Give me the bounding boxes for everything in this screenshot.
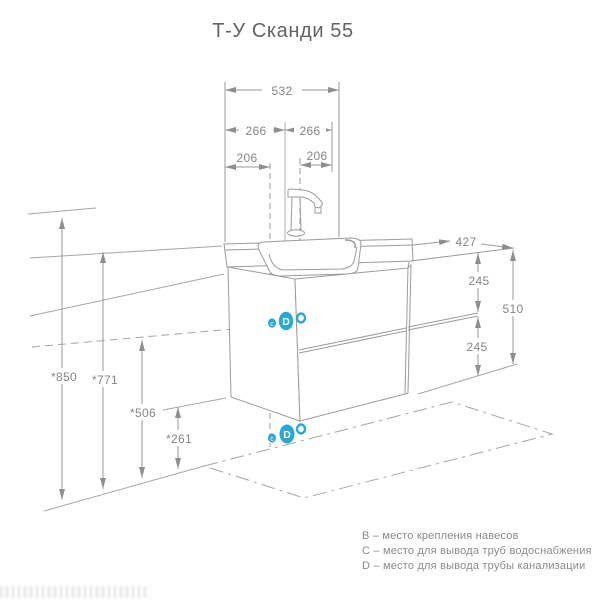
label-bg xyxy=(124,404,162,420)
label-bg xyxy=(262,83,302,98)
faucet xyxy=(287,188,323,237)
label-bg xyxy=(461,338,494,354)
label-bg xyxy=(239,123,273,138)
right-dimension-labels: 427 510 245 245 xyxy=(456,235,529,354)
left-dimensions xyxy=(59,218,181,500)
legend-item-b: B – место крепления навесов xyxy=(362,530,519,542)
divider-extension-1 xyxy=(407,312,479,328)
dim-206-right-label: 206 xyxy=(307,149,328,163)
legend-item-d: D – место для вывода трубы канализации xyxy=(362,560,586,572)
dim-510-label: 510 xyxy=(503,302,524,316)
drawer-divider-line-1 xyxy=(298,327,407,351)
cabinet-side-panel xyxy=(227,266,301,422)
dim-line-427-b xyxy=(480,243,514,250)
left-dimension-labels: *850 *771 *506 *261 xyxy=(46,368,198,446)
label-bg xyxy=(160,430,198,446)
basin-opening xyxy=(257,237,362,277)
dim-850-label: *850 xyxy=(51,370,77,384)
dim-506-label: *506 xyxy=(130,406,156,420)
level-261-tick xyxy=(162,397,227,411)
wall-line-lower-left xyxy=(29,273,225,317)
dim-266-right-label: 266 xyxy=(300,124,321,138)
dim-771-label: *771 xyxy=(92,373,118,387)
faucet-height-leader xyxy=(27,207,97,215)
drain-marker-letter: D xyxy=(282,316,290,328)
faucet-body-left xyxy=(290,196,293,231)
mount-marker-ring-icon xyxy=(295,312,307,324)
page-title: Т-У Сканди 55 xyxy=(212,20,354,42)
cabinet-right-sliver xyxy=(404,263,412,395)
dim-206-left-label: 206 xyxy=(237,151,258,165)
basin-inner-line xyxy=(268,246,358,271)
divider-extension-2 xyxy=(407,315,479,331)
leader-427 xyxy=(410,247,515,262)
water-supply-marker-letter: c xyxy=(270,436,274,443)
drawer-divider-line-2 xyxy=(298,330,407,354)
lower-marker-group: c D xyxy=(268,423,307,444)
dim-427-label: 427 xyxy=(456,235,477,249)
dim-266-left-label: 266 xyxy=(246,124,267,138)
legend-item-c: C – место для вывода труб водоснабжения xyxy=(362,545,592,557)
drain-marker-icon xyxy=(278,311,294,331)
faucet-spout-tip xyxy=(314,207,322,214)
water-supply-marker-icon xyxy=(268,318,276,328)
cabinet-front-face xyxy=(294,267,409,422)
floor-edge-right xyxy=(417,363,518,395)
faucet-body-right xyxy=(299,196,302,231)
legend: B – место крепления навесов C – место дл… xyxy=(362,529,592,574)
dim-245-upper-label: 245 xyxy=(469,274,490,288)
mount-marker-ring-icon xyxy=(295,423,307,435)
floor-clearance-outline xyxy=(202,401,554,499)
dim-line-427-a xyxy=(412,239,451,246)
floor-edge-left xyxy=(43,465,205,512)
water-supply-marker-letter: c xyxy=(270,321,274,328)
label-bg xyxy=(46,368,82,384)
wall-line-upper-left xyxy=(29,245,223,259)
dim-532-label: 532 xyxy=(272,84,293,98)
top-dimension-labels: 532 266 266 206 206 xyxy=(237,83,328,165)
wall-floor-lines xyxy=(27,207,554,512)
level-506-dashed-line xyxy=(31,325,267,348)
basin-overflow xyxy=(344,239,357,249)
drain-marker-letter: D xyxy=(283,429,291,441)
drain-marker-icon xyxy=(279,424,295,444)
dim-245-lower-label: 245 xyxy=(467,340,488,354)
cabinet-right-top-edge xyxy=(407,261,410,269)
label-bg xyxy=(462,272,495,288)
label-bg xyxy=(294,123,326,138)
bottom-left-print-artifact xyxy=(0,586,148,598)
label-bg xyxy=(87,371,123,387)
dim-261-label: *261 xyxy=(166,432,192,446)
faucet-base xyxy=(287,229,305,237)
faucet-spout xyxy=(287,188,323,209)
water-supply-marker-icon xyxy=(268,433,276,443)
label-bg xyxy=(497,300,529,316)
cabinet xyxy=(227,261,479,422)
upper-marker-group: c D xyxy=(268,311,307,331)
